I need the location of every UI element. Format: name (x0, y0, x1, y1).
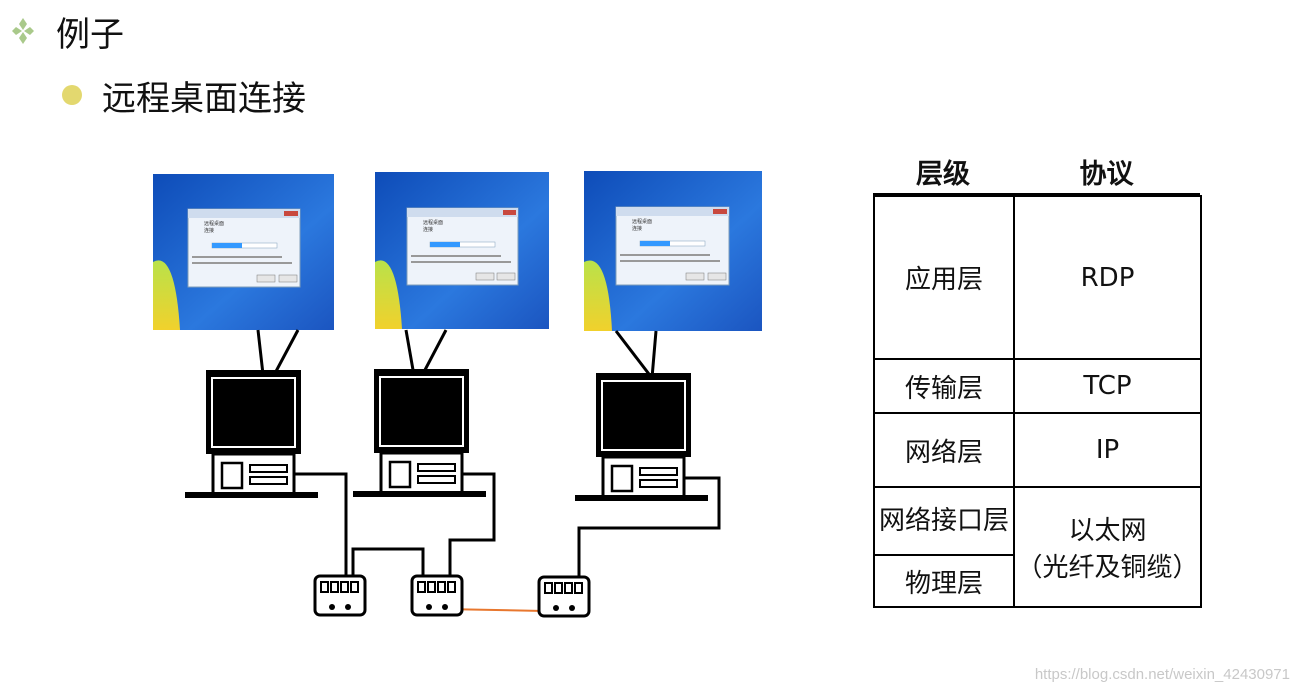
col-header-layer: 层级 (916, 159, 970, 190)
table-row: 应用层 RDP (873, 195, 1202, 360)
computer-2 (353, 369, 486, 497)
layer-protocol-table: 应用层 RDP 传输层 TCP 网络层 IP 网络接口层 以太网 （光纤及铜缆）… (873, 195, 1202, 608)
page-subheading: 远程桌面连接 (102, 78, 306, 119)
layer-cell-link: 网络接口层 (873, 486, 1015, 556)
dialog-title-line-1: 远程桌面 (632, 218, 652, 225)
protocol-ethernet-line-2: （光纤及铜缆） (1016, 553, 1199, 583)
header-divider (873, 193, 1200, 195)
protocol-cell-tcp: TCP (1013, 358, 1202, 414)
dialog-title-line-2: 连接 (423, 226, 433, 233)
dialog-title-line-2: 连接 (204, 227, 214, 234)
layer-cell-transport: 传输层 (873, 358, 1015, 414)
rdp-dialog-1: 远程桌面 连接 (187, 208, 301, 288)
dialog-title-line-1: 远程桌面 (423, 219, 443, 226)
network-cables (294, 472, 721, 579)
switch-2 (410, 574, 464, 617)
protocol-cell-rdp: RDP (1013, 195, 1202, 360)
computer-3 (575, 373, 708, 501)
layer-cell-physical: 物理层 (873, 554, 1015, 608)
dialog-title-line-2: 连接 (632, 225, 642, 232)
switch-1 (313, 574, 367, 617)
table-row: 物理层 (873, 554, 1201, 608)
rdp-dialog-3: 远程桌面 连接 (615, 206, 730, 286)
computer-1 (185, 370, 318, 498)
layer-cell-network: 网络层 (873, 412, 1015, 488)
network-diagram: 远程桌面 连接 远程桌面 连接 (153, 171, 762, 618)
table-row: 传输层 TCP (873, 358, 1202, 414)
screenshot-2: 远程桌面 连接 (375, 172, 549, 329)
switch-3 (537, 575, 591, 618)
subheading-row: 远程桌面连接 (62, 70, 306, 120)
heading-row: 例子 (8, 6, 124, 56)
col-header-protocol: 协议 (1079, 159, 1134, 190)
layer-cell-application: 应用层 (873, 195, 1015, 360)
protocol-ethernet-line-1: 以太网 (1068, 516, 1147, 546)
protocol-cell-ethernet: 以太网 （光纤及铜缆） (1013, 486, 1202, 608)
dot-bullet-icon (62, 85, 82, 105)
page-heading: 例子 (56, 14, 124, 55)
table-row: 网络层 IP (873, 412, 1202, 488)
table-row: 网络接口层 以太网 （光纤及铜缆） (873, 486, 1202, 608)
protocol-cell-ip: IP (1013, 412, 1202, 488)
screenshot-1: 远程桌面 连接 (153, 174, 334, 330)
watermark: https://blog.csdn.net/weixin_42430971 (1034, 666, 1290, 683)
diamond-bullet-icon (12, 18, 34, 44)
screenshot-3: 远程桌面 连接 (584, 171, 762, 331)
rdp-dialog-2: 远程桌面 连接 (406, 207, 519, 286)
dialog-title-line-1: 远程桌面 (204, 220, 224, 227)
